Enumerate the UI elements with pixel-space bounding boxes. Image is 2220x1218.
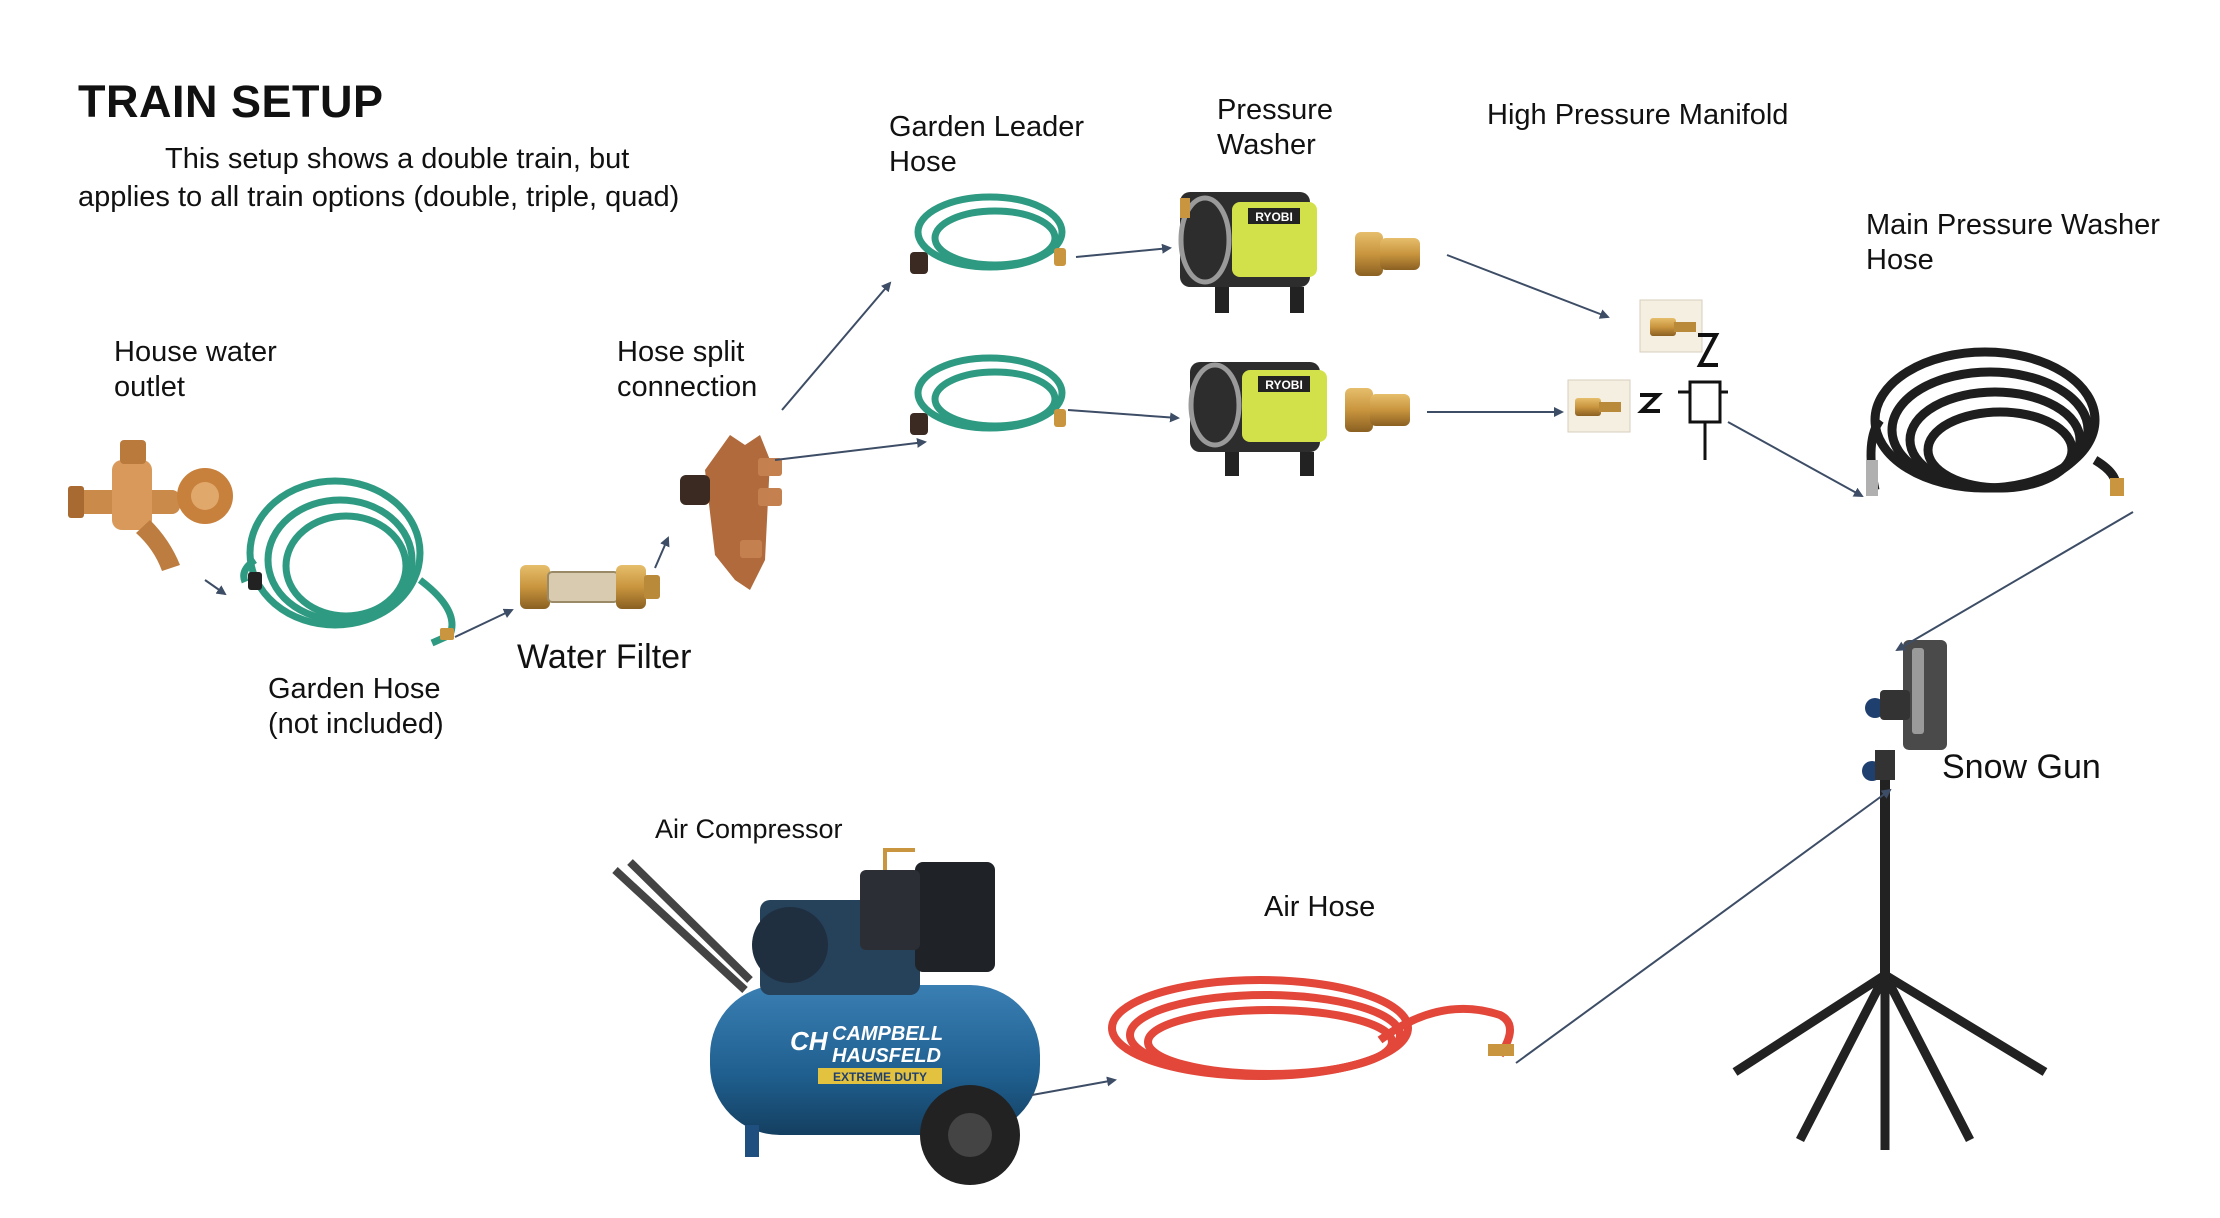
air-compressor-image: CH CAMPBELL HAUSFELD EXTREME DUTY (612, 848, 1040, 1185)
label-house-water-outlet: House water outlet (114, 335, 277, 405)
compressor-badge-text: EXTREME DUTY (833, 1070, 927, 1084)
ryobi-brand-text: RYOBI (1265, 378, 1303, 392)
label-garden-leader-hose-line-2: Hose (889, 146, 957, 178)
label-house-water-outlet-line-2: outlet (114, 371, 185, 403)
label-pressure-washer-line-1: Pressure (1217, 94, 1334, 126)
garden-leader-hose-bottom-image (910, 354, 1066, 435)
label-hose-split-connection: Hose split connection (617, 335, 757, 405)
label-house-water-outlet-line-1: House water (114, 336, 277, 368)
label-snow-gun: Snow Gun (1942, 748, 2101, 786)
label-garden-leader-hose: Garden Leader Hose (889, 110, 1084, 180)
label-pressure-washer-line-2: Washer (1217, 129, 1316, 161)
description-line-2: applies to all train options (double, tr… (78, 181, 680, 213)
label-main-pressure-washer-hose: Main Pressure Washer Hose (1866, 208, 2160, 278)
main-pressure-washer-hose-image (1866, 347, 2124, 496)
garden-leader-hose-top-image (910, 193, 1066, 274)
label-water-filter: Water Filter (517, 638, 692, 676)
hose-split-connection-image (680, 435, 782, 590)
compressor-logo-text: CH (790, 1026, 829, 1056)
ryobi-brand-text: RYOBI (1255, 210, 1293, 224)
label-hose-split-line-1: Hose split (617, 336, 745, 368)
setup-description: This setup shows a double train, but app… (78, 140, 758, 216)
description-line-1: This setup shows a double train, but (165, 143, 630, 175)
quick-coupler-bottom-image (1345, 388, 1410, 432)
page-title: TRAIN SETUP (78, 76, 384, 127)
compressor-brand-line-1: CAMPBELL (832, 1023, 943, 1045)
air-hose-image (1108, 976, 1514, 1080)
label-garden-hose: Garden Hose (not included) (268, 672, 444, 742)
label-pressure-washer: Pressure Washer (1217, 93, 1333, 163)
label-garden-hose-line-1: Garden Hose (268, 673, 441, 705)
label-main-hose-line-1: Main Pressure Washer (1866, 209, 2160, 241)
compressor-brand-line-2: HAUSFELD (832, 1045, 941, 1067)
garden-hose-image (240, 477, 456, 647)
flow-arrows (204, 243, 2134, 1096)
label-high-pressure-manifold: High Pressure Manifold (1487, 99, 1789, 131)
label-garden-hose-line-2: (not included) (268, 708, 444, 740)
high-pressure-manifold-image (1567, 299, 1728, 460)
pressure-washer-top-image: RYOBI (1178, 192, 1317, 313)
quick-coupler-top-image (1355, 232, 1420, 276)
pressure-washer-bottom-image: RYOBI (1188, 362, 1327, 476)
label-air-compressor: Air Compressor (655, 814, 843, 844)
label-hose-split-line-2: connection (617, 371, 758, 403)
label-main-hose-line-2: Hose (1866, 244, 1934, 276)
label-garden-leader-hose-line-1: Garden Leader (889, 111, 1085, 143)
water-filter-image (520, 565, 660, 609)
snow-gun-image (1732, 640, 2048, 1150)
label-air-hose: Air Hose (1264, 891, 1376, 923)
house-water-outlet-image (68, 440, 233, 571)
